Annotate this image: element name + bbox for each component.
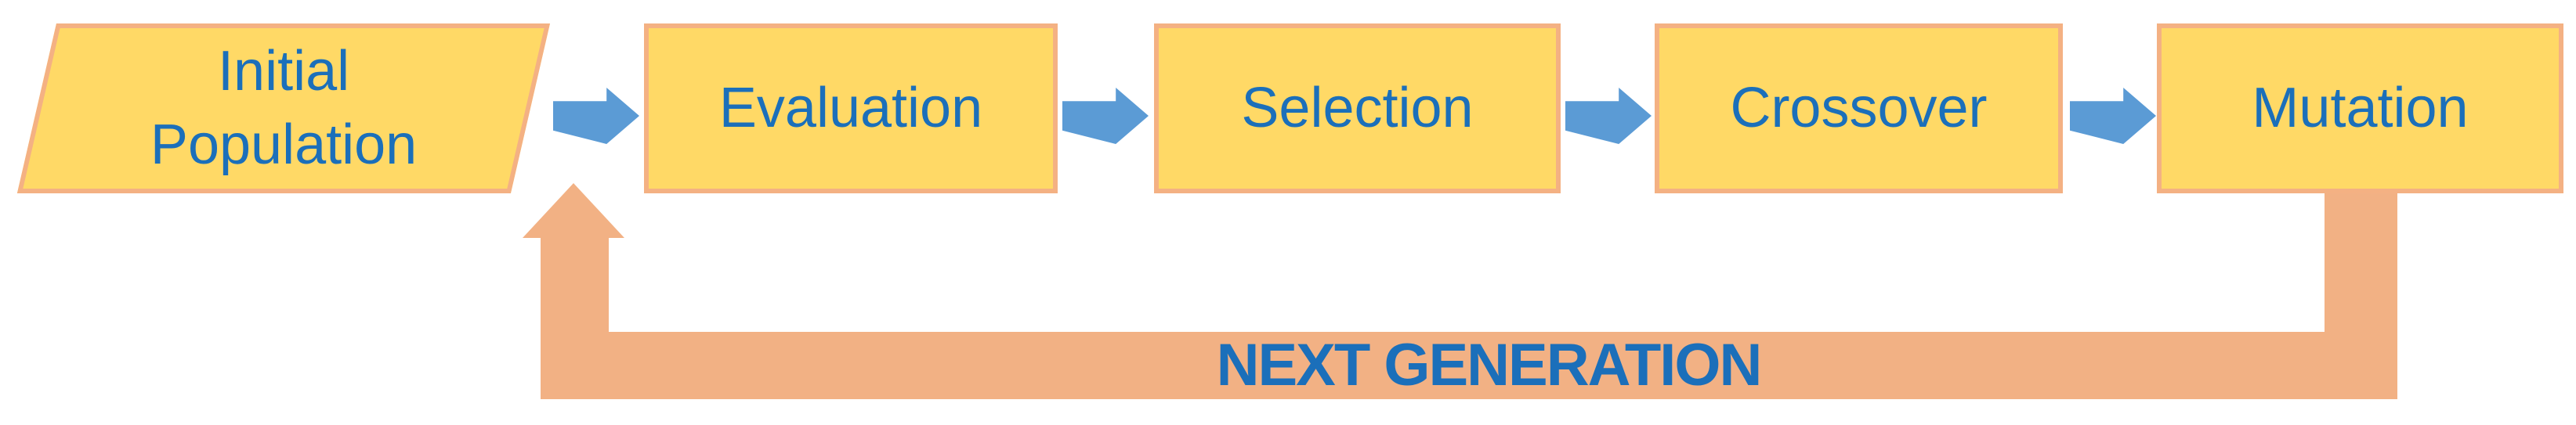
node-label-line2: Population: [150, 113, 418, 176]
feedback-label: NEXT GENERATION: [1216, 332, 1763, 398]
feedback-arrow-shaft-up: [541, 236, 609, 399]
node-label: Selection: [1241, 76, 1474, 139]
node-crossover: Crossover: [1655, 23, 2063, 193]
node-label-line1: Initial: [217, 39, 349, 103]
node-selection: Selection: [1154, 23, 1561, 193]
node-label: Evaluation: [718, 76, 983, 139]
node-label: Mutation: [2252, 76, 2469, 139]
flow-arrow-right-icon: [1062, 88, 1149, 144]
node-label: Crossover: [1730, 76, 1988, 139]
flow-arrow-right-icon: [1565, 88, 1652, 144]
flow-arrow-right-icon: [553, 88, 639, 144]
node-evaluation: Evaluation: [644, 23, 1058, 193]
node-label: Initial Population: [150, 35, 417, 182]
feedback-arrow-horizontal-bar: [541, 332, 2397, 399]
feedback-arrowhead-up-icon: [523, 183, 624, 238]
node-initial-population: Initial Population: [16, 23, 550, 193]
flow-arrow-right-icon: [2070, 88, 2156, 144]
node-mutation: Mutation: [2157, 23, 2563, 193]
